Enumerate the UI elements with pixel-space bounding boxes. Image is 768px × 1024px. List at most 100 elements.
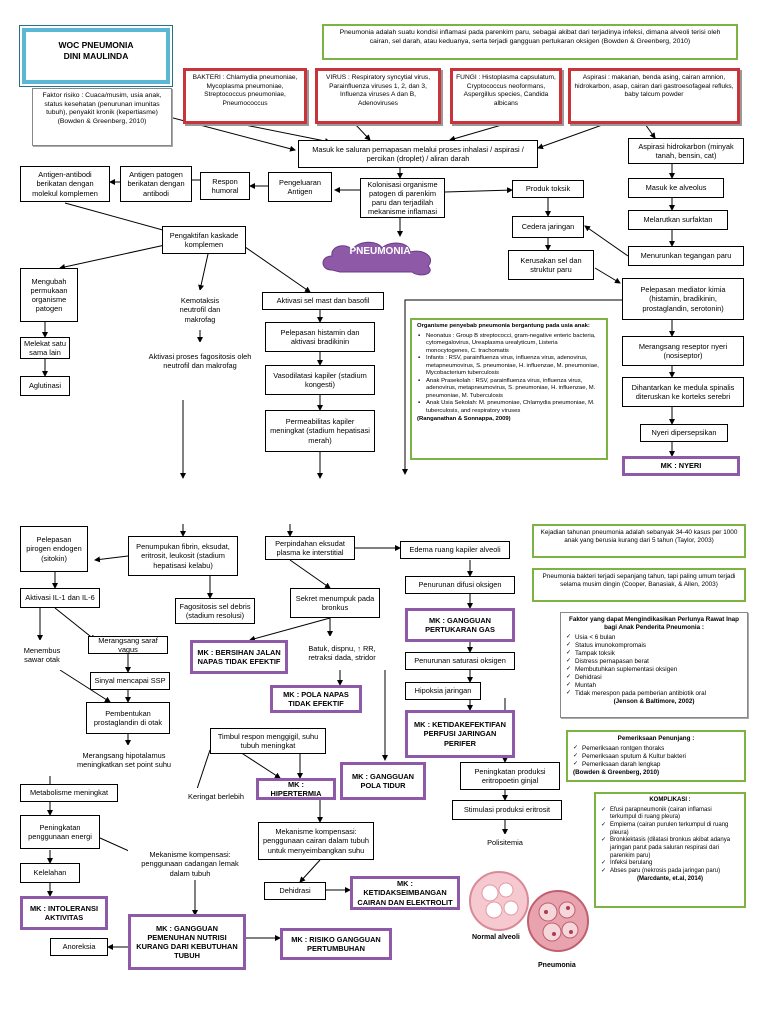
excess-sweat: Keringat berlebih bbox=[178, 788, 254, 806]
pneumonia-cloud bbox=[322, 241, 432, 276]
dehydration: Dehidrasi bbox=[264, 882, 326, 900]
hospitalization-item: Distress pernapasan berat bbox=[566, 658, 742, 666]
humoral-response: Respon humoral bbox=[200, 172, 250, 200]
shivering-response: Timbul respon menggigil, suhu tubuh meni… bbox=[210, 728, 326, 754]
colonization: Kolonisasi organisme patogen di parenkim… bbox=[360, 178, 445, 218]
organism-note: Organisme penyebab pneumonia bergantung … bbox=[410, 318, 608, 460]
toxic-product: Produk toksik bbox=[512, 180, 584, 198]
tissue-hypoxia: Hipoksia jaringan bbox=[405, 682, 481, 700]
diagnostics-source: (Bowden & Greenberg, 2010) bbox=[573, 769, 660, 777]
phagocytosis-activation: Aktivasi proses fagositosis oleh neutrof… bbox=[145, 342, 255, 380]
chemotaxis: Kemotaksis neutrofil dan makrofag bbox=[165, 290, 235, 330]
complication-item: Abses paru (nekrosis pada jaringan paru) bbox=[601, 868, 739, 876]
complication-item: Efusi parapneumonik (cairan inflamasi te… bbox=[601, 807, 739, 822]
nursing-dx-fluid: MK : KETIDAKSEIMBANGAN CAIRAN DAN ELEKTR… bbox=[350, 876, 460, 910]
hydrocarbon-aspiration: Aspirasi hidrokarbon (minyak tanah, bens… bbox=[628, 138, 744, 164]
spinal-transmission: Dihantarkan ke medula spinalis diteruska… bbox=[622, 377, 744, 407]
pneumonia-label: PNEUMONIA bbox=[349, 246, 411, 257]
fat-compensation: Mekanisme kompensasi: penggunaan cadanga… bbox=[128, 848, 252, 880]
energy-use-increase: Peningkatan penggunaan energi bbox=[20, 815, 100, 849]
hospitalization-heading: Faktor yang dapat Mengindikasikan Perlun… bbox=[568, 616, 740, 632]
definition-note: Pneumonia adalah suatu kondisi inflamasi… bbox=[322, 24, 738, 60]
oxygen-diffusion-decrease: Penurunan difusi oksigen bbox=[405, 576, 515, 594]
diagnostics-item: Pemeriksaan darah lengkap bbox=[573, 761, 739, 769]
bronchial-secretion: Sekret menumpuk pada bronkus bbox=[290, 588, 380, 618]
hospitalization-item: Tampak toksik bbox=[566, 650, 742, 658]
hospitalization-item: Dehidrasi bbox=[566, 674, 742, 682]
stick-together: Melekat satu sama lain bbox=[20, 337, 70, 359]
signal-cns: Sinyal mencapai SSP bbox=[90, 672, 170, 690]
exudate-transfer: Perpindahan eksudat plasma ke interstiti… bbox=[265, 536, 355, 560]
surface-change: Mengubah permukaan organisme patogen bbox=[20, 268, 78, 322]
alveolar-edema: Edema ruang kapiler alveoli bbox=[400, 541, 510, 559]
incidence-note: Kejadian tahunan pneumonia adalah sebany… bbox=[532, 524, 746, 558]
organism-item: Anak Usia Sekolah: M. pneumoniae, Chlamy… bbox=[418, 400, 601, 415]
nursing-dx-hyperthermia: MK : HIPERTERMIA bbox=[256, 778, 336, 800]
vasodilation: Vasodilatasi kapiler (stadium kongesti) bbox=[265, 365, 375, 395]
vagus-stimulation: Merangsang saraf vagus bbox=[88, 636, 168, 654]
pyrogen-release: Pelepasan pirogen endogen (sitokin) bbox=[20, 526, 88, 572]
title-line2: DINI MAULINDA bbox=[63, 51, 129, 62]
diagnostics-heading: Pemeriksaan Penunjang : bbox=[617, 735, 695, 742]
nursing-dx-nutrition: MK : GANGGUAN PEMENUHAN NUTRISI KURANG D… bbox=[128, 914, 246, 970]
prostaglandin-formation: Pembentukan prostaglandin di otak bbox=[86, 702, 170, 734]
nursing-dx-activity: MK : INTOLERANSI AKTIVITAS bbox=[20, 896, 108, 930]
normal-alveoli-image bbox=[469, 871, 529, 931]
fibrin-accumulation: Penumpukan fibrin, eksudat, eritrosit, l… bbox=[128, 536, 238, 576]
organism-item: Neonatus : Group B streptococci, gram-ne… bbox=[418, 333, 601, 356]
reduce-lung-tension: Menurunkan tegangan paru bbox=[628, 246, 744, 266]
hospitalization-item: Usia < 6 bulan bbox=[566, 634, 742, 642]
cause-virus: VIRUS : Respiratory syncytial virus, Par… bbox=[315, 68, 441, 124]
diagnostics-item: Pemeriksaan rontgen thoraks bbox=[573, 745, 739, 753]
complication-item: Bronkiektasis (dilatasi bronkus akibat a… bbox=[601, 837, 739, 860]
hospitalization-note: Faktor yang dapat Mengindikasikan Perlun… bbox=[560, 612, 748, 718]
metabolism-increase: Metabolisme meningkat bbox=[20, 784, 118, 802]
cause-fungi: FUNGI : Histoplasma capsulatum, Cryptoco… bbox=[450, 68, 562, 124]
organism-source: (Ranganathan & Sonnappa, 2009) bbox=[417, 415, 511, 422]
tissue-injury: Cedera jaringan bbox=[512, 216, 584, 238]
complication-source: (Marcdante, et.al, 2014) bbox=[636, 875, 704, 882]
risk-factor-note: Faktor risiko : Cuaca/musim, usia anak, … bbox=[32, 88, 172, 146]
pneumonia-alveoli-label: Pneumonia bbox=[538, 962, 576, 969]
hypothalamus-stimulation: Merangsang hipotalamus meningkatkan set … bbox=[62, 745, 186, 775]
anorexia: Anoreksia bbox=[50, 938, 108, 956]
hospitalization-item: Status imunokompromais bbox=[566, 642, 742, 650]
nursing-dx-pain: MK : NYERI bbox=[622, 456, 740, 476]
nursing-dx-airway: MK : BERSIHAN JALAN NAPAS TIDAK EFEKTIF bbox=[190, 640, 288, 674]
complication-heading: KOMPLIKASI : bbox=[649, 797, 691, 803]
complication-item: Empiema (cairan purulen terkumpul di rua… bbox=[601, 822, 739, 837]
antigen-release: Pengeluaran Antigen bbox=[268, 172, 332, 202]
enter-alveolus: Masuk ke alveolus bbox=[628, 178, 724, 198]
hospitalization-source: (Jenson & Baltimore, 2002) bbox=[613, 698, 695, 706]
erythrocyte-stimulation: Stimulasi produksi eritrosit bbox=[452, 800, 562, 820]
antigen-antibody-bind: Antigen patogen berikatan dengan antibod… bbox=[120, 166, 192, 202]
il-activation: Aktivasi IL-1 dan IL-6 bbox=[20, 588, 100, 608]
dissolve-surfactant: Melarutkan surfaktan bbox=[628, 210, 728, 230]
pain-perceived: Nyeri dipersepsikan bbox=[640, 424, 728, 442]
nursing-dx-gas-exchange: MK : GANGGUAN PERTUKARAN GAS bbox=[405, 608, 515, 642]
mast-cell-activation: Aktivasi sel mast dan basofil bbox=[262, 292, 384, 310]
season-note: Pneumonia bakteri terjadi sepanjang tahu… bbox=[532, 568, 746, 602]
entry-respiratory: Masuk ke saluran pernapasan melalui pros… bbox=[298, 140, 538, 168]
nursing-dx-breathing: MK : POLA NAPAS TIDAK EFEKTIF bbox=[270, 685, 362, 713]
fluid-compensation: Mekanisme kompensasi: penggunaan cairan … bbox=[258, 822, 374, 860]
diagnostics-note: Pemeriksaan Penunjang : Pemeriksaan ront… bbox=[566, 730, 746, 782]
fatigue: Kelelahan bbox=[20, 863, 80, 883]
hospitalization-item: Membutuhkan suplementasi oksigen bbox=[566, 666, 742, 674]
diagram-title: WOC PNEUMONIA DINI MAULINDA bbox=[19, 25, 173, 87]
antigen-complement: Antigen-antibodi berikatan dengan moleku… bbox=[20, 166, 110, 202]
polycythemia: Polisitemia bbox=[470, 834, 540, 852]
title-line1: WOC PNEUMONIA bbox=[58, 40, 134, 50]
oxygen-saturation-decrease: Penurunan saturasi oksigen bbox=[405, 652, 515, 670]
complication-note: KOMPLIKASI : Efusi parapneumonik (cairan… bbox=[594, 792, 746, 908]
complement-activation: Pengaktifan kaskade komplemen bbox=[162, 226, 246, 254]
histamine-release: Pelepasan histamin dan aktivasi bradikin… bbox=[265, 322, 375, 352]
organism-heading: Organisme penyebab pneumonia bergantung … bbox=[417, 323, 590, 329]
normal-alveoli-label: Normal alveoli bbox=[472, 934, 520, 941]
hospitalization-item: Muntah bbox=[566, 682, 742, 690]
cause-aspiration: Aspirasi : makanan, benda asing, cairan … bbox=[568, 68, 740, 124]
cell-damage: Kerusakan sel dan struktur paru bbox=[508, 250, 594, 280]
nursing-dx-sleep: MK : GANGGUAN POLA TIDUR bbox=[340, 762, 426, 800]
cause-bacteria: BAKTERI : Chlamydia pneumoniae, Mycoplas… bbox=[183, 68, 307, 124]
erythropoietin-increase: Peningkatan produksi eritropoetin ginjal bbox=[460, 762, 560, 790]
